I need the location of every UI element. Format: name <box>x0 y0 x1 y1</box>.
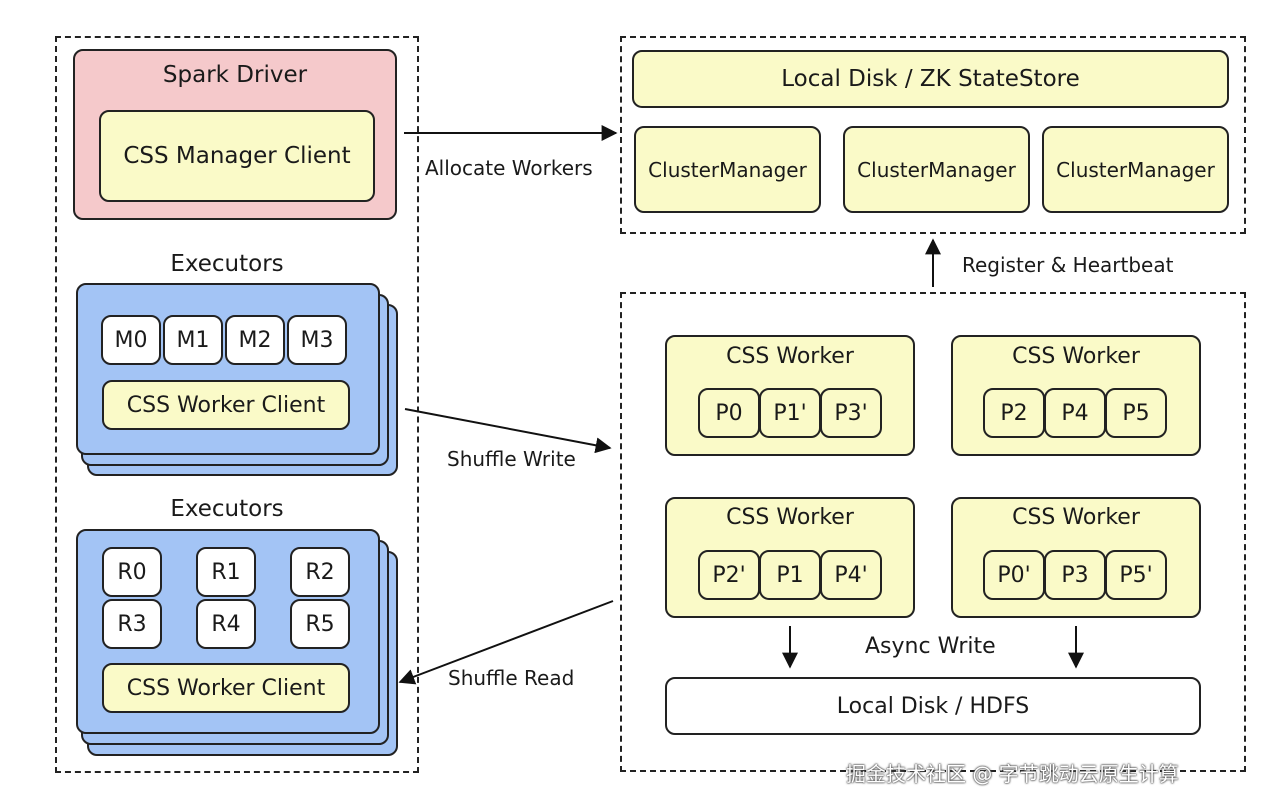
spark-driver-title: Spark Driver <box>162 62 308 88</box>
partition-w4-0: P0' <box>983 550 1045 600</box>
async-write-label: Async Write <box>865 634 996 659</box>
shuffle-read-label: Shuffle Read <box>448 666 575 690</box>
client-side-container <box>55 36 419 773</box>
statestore-box: Local Disk / ZK StateStore <box>632 50 1229 108</box>
partition-w4-1: P3 <box>1044 550 1106 600</box>
css-worker-container <box>620 292 1246 772</box>
reduce-task-r4: R4 <box>196 599 256 649</box>
cluster-manager-3: ClusterManager <box>1042 126 1229 213</box>
partition-w3-0: P2' <box>698 550 760 600</box>
css-worker-client-write: CSS Worker Client <box>102 380 350 430</box>
watermark-text: 掘金技术社区 @ 字节跳动云原生计算 <box>846 762 1179 786</box>
partition-w1-2: P3' <box>820 388 882 438</box>
reduce-task-r2: R2 <box>290 547 350 597</box>
reduce-task-r1: R1 <box>196 547 256 597</box>
map-task-m2: M2 <box>225 315 285 365</box>
css-worker-3-title: CSS Worker <box>726 505 854 530</box>
cluster-manager-2: ClusterManager <box>843 126 1030 213</box>
partition-w3-1: P1 <box>759 550 821 600</box>
partition-w2-0: P2 <box>983 388 1045 438</box>
map-task-m1: M1 <box>163 315 223 365</box>
partition-w2-2: P5 <box>1105 388 1167 438</box>
partition-w4-2: P5' <box>1105 550 1167 600</box>
map-task-m3: M3 <box>287 315 347 365</box>
reduce-task-r3: R3 <box>102 599 162 649</box>
cluster-manager-1: ClusterManager <box>634 126 821 213</box>
cluster-manager-container <box>620 36 1246 234</box>
css-worker-4-title: CSS Worker <box>1012 505 1140 530</box>
partition-w1-1: P1' <box>759 388 821 438</box>
allocate-workers-label: Allocate Workers <box>425 156 593 180</box>
css-worker-1-title: CSS Worker <box>726 344 854 369</box>
shuffle-write-arrow <box>404 408 612 454</box>
reduce-task-r0: R0 <box>102 547 162 597</box>
shuffle-read-arrow <box>398 600 614 685</box>
partition-w1-0: P0 <box>698 388 760 438</box>
executors-read-title: Executors <box>170 496 284 522</box>
executors-write-title: Executors <box>170 251 284 277</box>
css-manager-client: CSS Manager Client <box>99 110 375 202</box>
css-worker-client-read: CSS Worker Client <box>102 663 350 713</box>
shuffle-write-label: Shuffle Write <box>447 447 576 471</box>
partition-w3-2: P4' <box>820 550 882 600</box>
map-task-m0: M0 <box>101 315 161 365</box>
local-disk-hdfs: Local Disk / HDFS <box>665 677 1201 735</box>
register-heartbeat-label: Register & Heartbeat <box>962 253 1174 277</box>
reduce-task-r5: R5 <box>290 599 350 649</box>
css-worker-2-title: CSS Worker <box>1012 344 1140 369</box>
